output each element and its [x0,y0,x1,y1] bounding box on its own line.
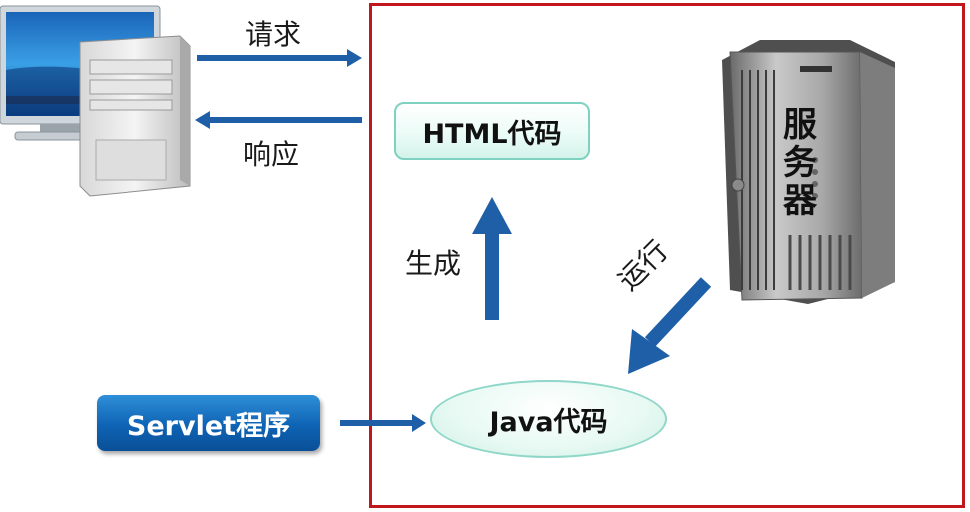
servlet-program-node: Servlet程序 [97,395,320,451]
request-label: 请求 [245,18,302,51]
desktop-computer-icon [0,5,191,197]
response-arrow [195,111,362,129]
html-code-node: HTML代码 [394,102,590,160]
request-arrow [197,49,362,67]
server-boundary [369,3,965,508]
server-tower-icon [722,40,895,304]
servlet-to-java-arrow [340,414,426,432]
server-label: 服务器 [783,105,817,221]
generate-label: 生成 [405,247,462,280]
generate-arrow [472,197,512,320]
response-label: 响应 [243,138,300,171]
run-arrow [628,277,712,374]
java-code-node: Java代码 [430,380,667,458]
